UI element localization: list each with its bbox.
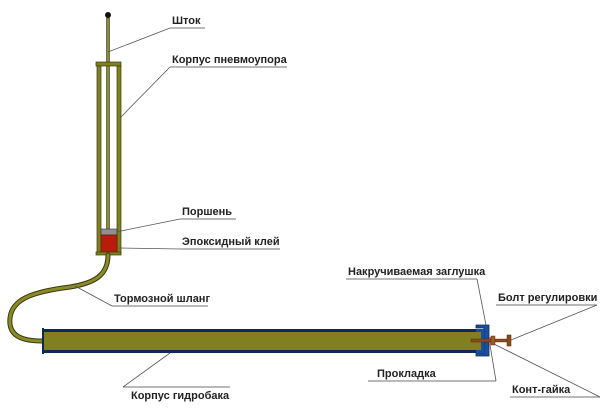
label-epoxy: Эпоксидный клей (182, 236, 280, 248)
tank-left-flange (42, 328, 44, 354)
rod (106, 17, 110, 231)
label-gasket: Прокладка (377, 368, 437, 380)
leader-brake-hose (74, 285, 113, 307)
leader-gasket (489, 344, 497, 382)
label-lock-nut: Конт-гайка (512, 384, 571, 396)
leader-piston (115, 218, 181, 233)
label-pneumatic-body: Корпус пневмоупора (172, 54, 288, 66)
brake-hose-inner (8, 253, 110, 343)
piston (100, 228, 118, 236)
leader-epoxy (118, 247, 181, 250)
label-adjust-bolt: Болт регулировки (498, 292, 597, 304)
label-screw-cap: Накручиваемая заглушка (348, 266, 486, 278)
label-rod: Шток (172, 15, 201, 27)
leader-screw-cap (476, 278, 487, 326)
leader-rod (107, 27, 171, 53)
hydro-tank (42, 324, 512, 357)
lock-nut (490, 335, 496, 346)
rod-tip (105, 12, 111, 18)
label-piston: Поршень (182, 206, 232, 218)
strut-wall-right (116, 65, 122, 255)
adjust-bolt-head (506, 334, 512, 347)
leader-hydro-tank-body (122, 352, 171, 388)
leader-adjust-bolt (510, 304, 598, 341)
label-hydro-tank-body: Корпус гидробака (131, 390, 230, 402)
adjust-bolt-shaft (470, 338, 510, 343)
strut-wall-left (96, 65, 102, 255)
leader-lock-nut (493, 343, 601, 398)
strut-top-cap (95, 61, 122, 67)
epoxy-fill (100, 234, 118, 253)
tank-fluid (44, 332, 476, 350)
leader-pneumatic-body (119, 66, 171, 119)
label-brake-hose: Тормозной шланг (114, 293, 210, 305)
